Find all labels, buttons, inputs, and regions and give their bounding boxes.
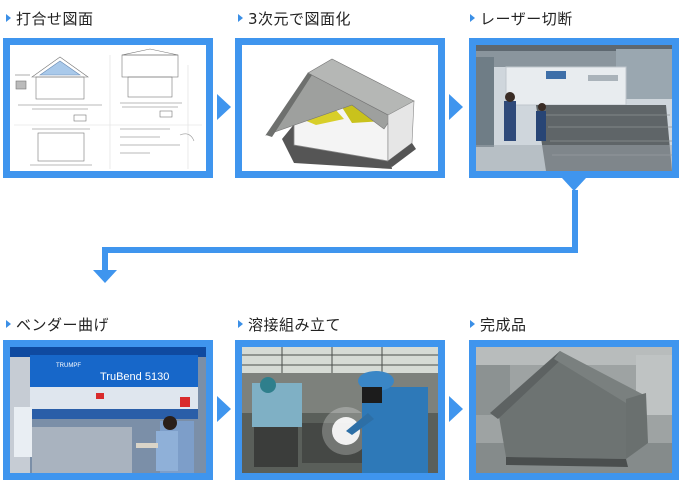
finished-product-photo [476,347,672,473]
step-6-label: 完成品 [470,314,527,334]
step-1-label: 打合せ図面 [6,8,94,28]
step-4-title: ベンダー曲げ [16,315,110,334]
step-3-image-laser-cutting [469,38,679,178]
step-5-title: 溶接組み立て [248,315,342,334]
step-6-image-finished-product [469,340,679,480]
flow-arrow-down-icon [562,178,586,191]
flow-connector-vertical [572,190,578,250]
step-2-title: 3次元で図面化 [248,9,352,28]
triangle-bullet-icon [470,14,475,22]
step-1-image-meeting-drawing [3,38,213,178]
triangle-bullet-icon [238,14,243,22]
triangle-bullet-icon [238,320,243,328]
triangle-bullet-icon [470,320,475,328]
technical-drawing-illustration [10,45,206,171]
step-4-label: ベンダー曲げ [6,314,109,334]
flow-connector-vertical-left [102,250,108,272]
step-6-title: 完成品 [480,315,527,334]
machine-name-text: TruBend 5130 [100,371,169,383]
laser-cutting-machine-photo [476,45,672,171]
press-brake-machine-photo: TRUMPF TruBend 5130 [10,347,206,473]
triangle-bullet-icon [6,14,11,22]
step-2-label: 3次元で図面化 [238,8,351,28]
flow-arrow-right-icon [449,396,463,422]
flow-arrow-right-icon [217,396,231,422]
flow-arrow-right-icon [217,94,231,120]
step-2-image-3d-drawing [235,38,445,178]
step-3-title: レーザー切断 [480,9,573,28]
welding-workers-photo [242,347,438,473]
flow-connector-horizontal [102,247,578,253]
triangle-bullet-icon [6,320,11,328]
step-1-title: 打合せ図面 [16,9,94,28]
step-5-image-welding-assembly [235,340,445,480]
step-3-label: レーザー切断 [470,8,573,28]
flow-arrow-down-icon [93,270,117,283]
step-5-label: 溶接組み立て [238,314,341,334]
flow-arrow-right-icon [449,94,463,120]
3d-house-model-illustration [242,45,438,171]
step-4-image-bender-bending: TRUMPF TruBend 5130 [3,340,213,480]
brand-text: TRUMPF [56,363,81,369]
